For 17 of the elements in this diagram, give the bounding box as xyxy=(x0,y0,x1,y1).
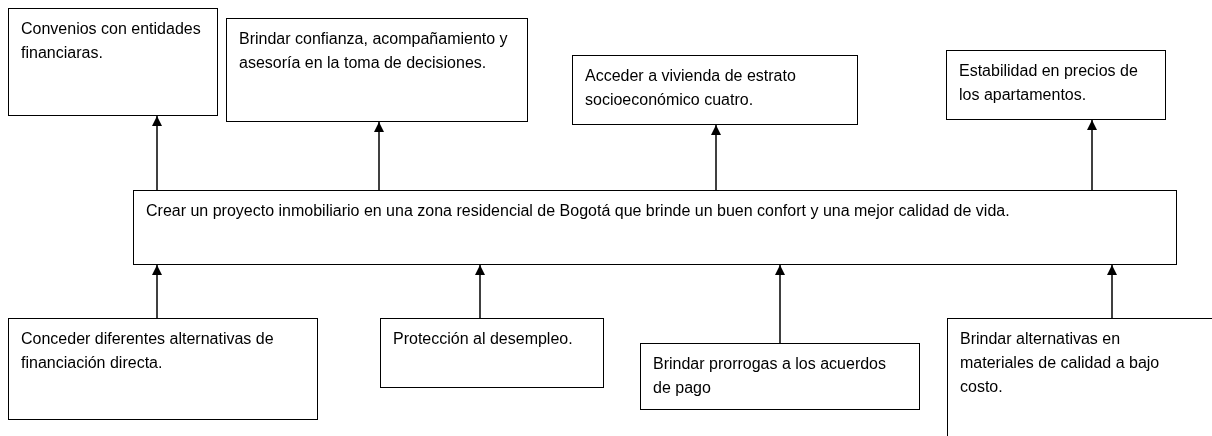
text-box: Brindar alternativas en materiales de calidad a bajo costo. xyxy=(947,318,1212,436)
arrow xyxy=(1107,264,1117,319)
objective-box: Crear un proyecto inmobiliario en una zona residencial de Bogotá que brinde un buen confort y una mejor calidad de vida. xyxy=(133,190,1177,265)
text-box: Convenios con entidades financiaras. xyxy=(8,8,218,116)
arrow xyxy=(711,124,721,191)
arrow xyxy=(775,264,785,344)
arrow xyxy=(152,264,162,319)
text-box: Brindar confianza, acompañamiento y asesoría en la toma de decisiones. xyxy=(226,18,528,122)
text-box: Acceder a vivienda de estrato socioeconómico cuatro. xyxy=(572,55,858,125)
arrow xyxy=(475,264,485,319)
text-box: Brindar prorrogas a los acuerdos de pago xyxy=(640,343,920,410)
arrow xyxy=(374,121,384,191)
text-box: Estabilidad en precios de los apartamentos. xyxy=(946,50,1166,120)
arrow xyxy=(152,115,162,191)
text-box: Conceder diferentes alternativas de financiación directa. xyxy=(8,318,318,420)
arrow xyxy=(1087,119,1097,191)
text-box: Protección al desempleo. xyxy=(380,318,604,388)
